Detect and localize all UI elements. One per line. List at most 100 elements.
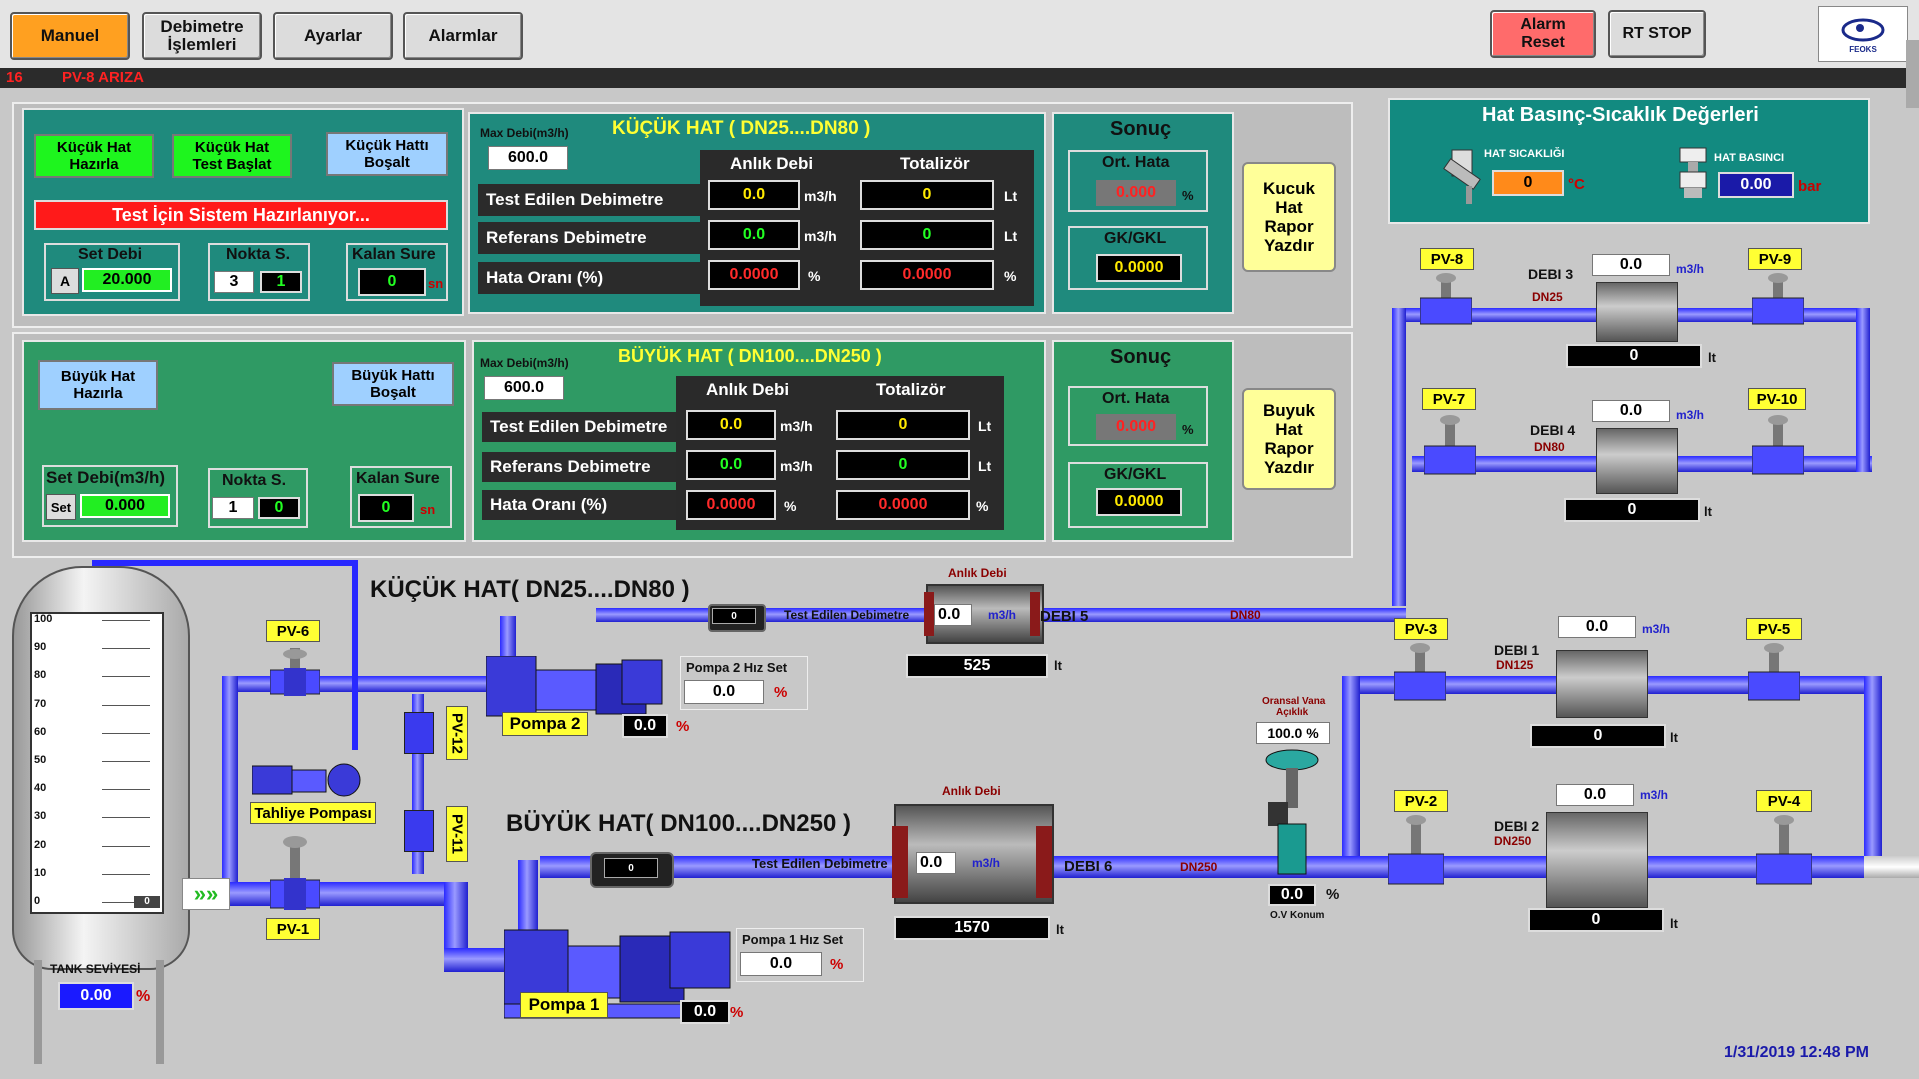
debi6-unit: m3/h [972,856,1001,870]
small-gk-value: 0.0000 [1096,254,1182,282]
small-r3-total-unit: % [1004,268,1017,284]
pv-9-valve[interactable] [1751,272,1805,328]
tank-scale-label: 50 [34,754,47,766]
pv-7-tag: PV-7 [1422,388,1476,410]
pv-5-valve[interactable] [1747,642,1801,702]
small-r1-unit: m3/h [804,188,837,204]
debi2-total: 0 [1528,908,1664,932]
big-row-test: Test Edilen Debimetre [482,412,676,442]
tank-scale-label: 0 [34,895,41,907]
small-max-debi-input[interactable]: 600.0 [488,146,568,170]
tank-scale-tick [102,873,150,875]
ayarlar-button[interactable]: Ayarlar [273,12,393,60]
small-r1-anlik: 0.0 [708,180,800,210]
pv-6-tag: PV-6 [266,620,320,642]
pressure-panel-title: Hat Basınç-Sıcaklık Değerleri [1482,104,1759,126]
kucuk-hat-rapor-button[interactable]: Kucuk Hat Rapor Yazdır [1242,162,1336,272]
pv-1-valve[interactable] [269,830,321,910]
small-r1-total-unit: Lt [1004,188,1018,204]
manuel-button[interactable]: Manuel [10,12,130,60]
valve-icon [1755,815,1813,885]
test-meter-small-label: Test Edilen Debimetre [784,608,910,622]
debi1-dn: DN125 [1496,658,1534,672]
pv-12-valve[interactable] [404,712,434,754]
debi3-dn: DN25 [1532,290,1563,304]
oransal-vana-value[interactable]: 100.0 % [1256,722,1330,744]
kucuk-hat-hazirla-button[interactable]: Küçük Hat Hazırla [34,134,154,178]
pv-11-valve[interactable] [404,810,434,852]
temp-label: HAT SICAKLIĞI [1484,148,1565,160]
big-r3-anlik: 0.0000 [686,490,776,520]
pipe-small-riser [1392,308,1406,606]
pv-7-valve[interactable] [1423,414,1477,476]
buyuk-hazirla-l1: Büyük Hat [60,368,136,385]
small-mode-button[interactable]: A [51,268,79,294]
alarm-reset-button[interactable]: Alarm Reset [1490,10,1596,58]
big-nokta-1[interactable]: 1 [212,497,254,519]
debi3-total: 0 [1566,344,1702,368]
small-row-error: Hata Oranı (%) [478,262,700,294]
pv-11-tag: PV-11 [446,806,468,862]
small-r2-unit: m3/h [804,228,837,244]
big-set-debi-input[interactable]: 0.000 [80,494,170,518]
pv-8-tag: PV-8 [1420,248,1474,270]
pv-3-valve[interactable] [1393,642,1447,702]
tahliye-label: Tahliye Pompası [250,802,376,824]
big-ort-hata-label: Ort. Hata [1102,390,1170,407]
pv-10-tag: PV-10 [1748,388,1806,410]
debimetre-islemleri-button[interactable]: Debimetre İşlemleri [142,12,262,60]
flow-arrow-icon: »» [182,878,230,910]
small-nokta-1[interactable]: 3 [214,271,254,293]
big-max-debi-label: Max Debi(m3/h) [480,356,569,370]
debi2-unit: m3/h [1640,788,1669,802]
pv-2-valve[interactable] [1387,814,1445,886]
big-max-debi-input[interactable]: 600.0 [484,376,564,400]
small-set-debi-input[interactable]: 20.000 [82,268,172,292]
pump-icon [503,929,731,1019]
debi6-anlik-label: Anlık Debi [942,784,1001,798]
debi1-label: DEBI 1 [1494,642,1540,658]
kucuk-test-l1: Küçük Hat [194,139,270,156]
tahliye-pompasi[interactable] [251,760,372,800]
proportional-valve[interactable] [1264,748,1320,882]
pv-8-valve[interactable] [1419,272,1473,328]
big-r2-total: 0 [836,450,970,480]
tank-scale-tick [102,620,150,621]
pv-6-valve[interactable] [269,648,321,698]
alarmlar-button[interactable]: Alarmlar [403,12,523,60]
debi3-unit: m3/h [1676,262,1705,276]
rt-stop-button[interactable]: RT STOP [1608,10,1706,58]
valve-icon [1419,273,1473,325]
tank-leg-right [156,960,164,1064]
pompa-1-hiz-input[interactable]: 0.0 [740,952,822,976]
pompa-2[interactable] [485,655,666,724]
kucuk-rapor-l1: Kucuk [1263,179,1315,198]
pompa-1[interactable] [503,926,732,1020]
small-sonuc-title: Sonuç [1110,118,1172,140]
pompa-2-hiz-input[interactable]: 0.0 [684,680,764,704]
oransal-vana-label-1: Oransal Vana [1262,696,1326,707]
debi3-flow: 0.0 [1592,254,1670,276]
alarm-reset-label-2: Reset [1521,34,1565,51]
big-line-process-title: BÜYÜK HAT( DN100....DN250 ) [506,810,851,837]
dn80-pipe-label: DN80 [1230,608,1261,622]
big-mode-button[interactable]: Set [46,494,76,520]
big-set-debi-group [42,465,178,527]
alarm-bar: 16 PV-8 ARIZA [0,68,1919,88]
big-r3-total-unit: % [976,498,989,514]
buyuk-hat-rapor-button[interactable]: Buyuk Hat Rapor Yazdır [1242,388,1336,490]
kucuk-hat-test-baslat-button[interactable]: Küçük Hat Test Başlat [172,134,292,178]
kucuk-bosalt-l2: Boşalt [364,154,410,171]
kucuk-hatti-bosalt-button[interactable]: Küçük Hattı Boşalt [326,132,448,176]
buyuk-hat-hazirla-button[interactable]: Büyük Hat Hazırla [38,360,158,410]
debi4-flow: 0.0 [1592,400,1670,422]
right-scrollbar[interactable] [1906,40,1919,108]
tank-scale-tick [102,761,150,762]
debi5-lt: lt [1054,658,1062,673]
buyuk-hatti-bosalt-button[interactable]: Büyük Hattı Boşalt [332,362,454,406]
big-nokta-2: 0 [258,497,300,519]
small-r3-unit: % [808,268,821,284]
buyuk-rapor-l3: Rapor [1264,439,1314,458]
pv-4-valve[interactable] [1755,814,1813,886]
pv-10-valve[interactable] [1751,414,1805,476]
